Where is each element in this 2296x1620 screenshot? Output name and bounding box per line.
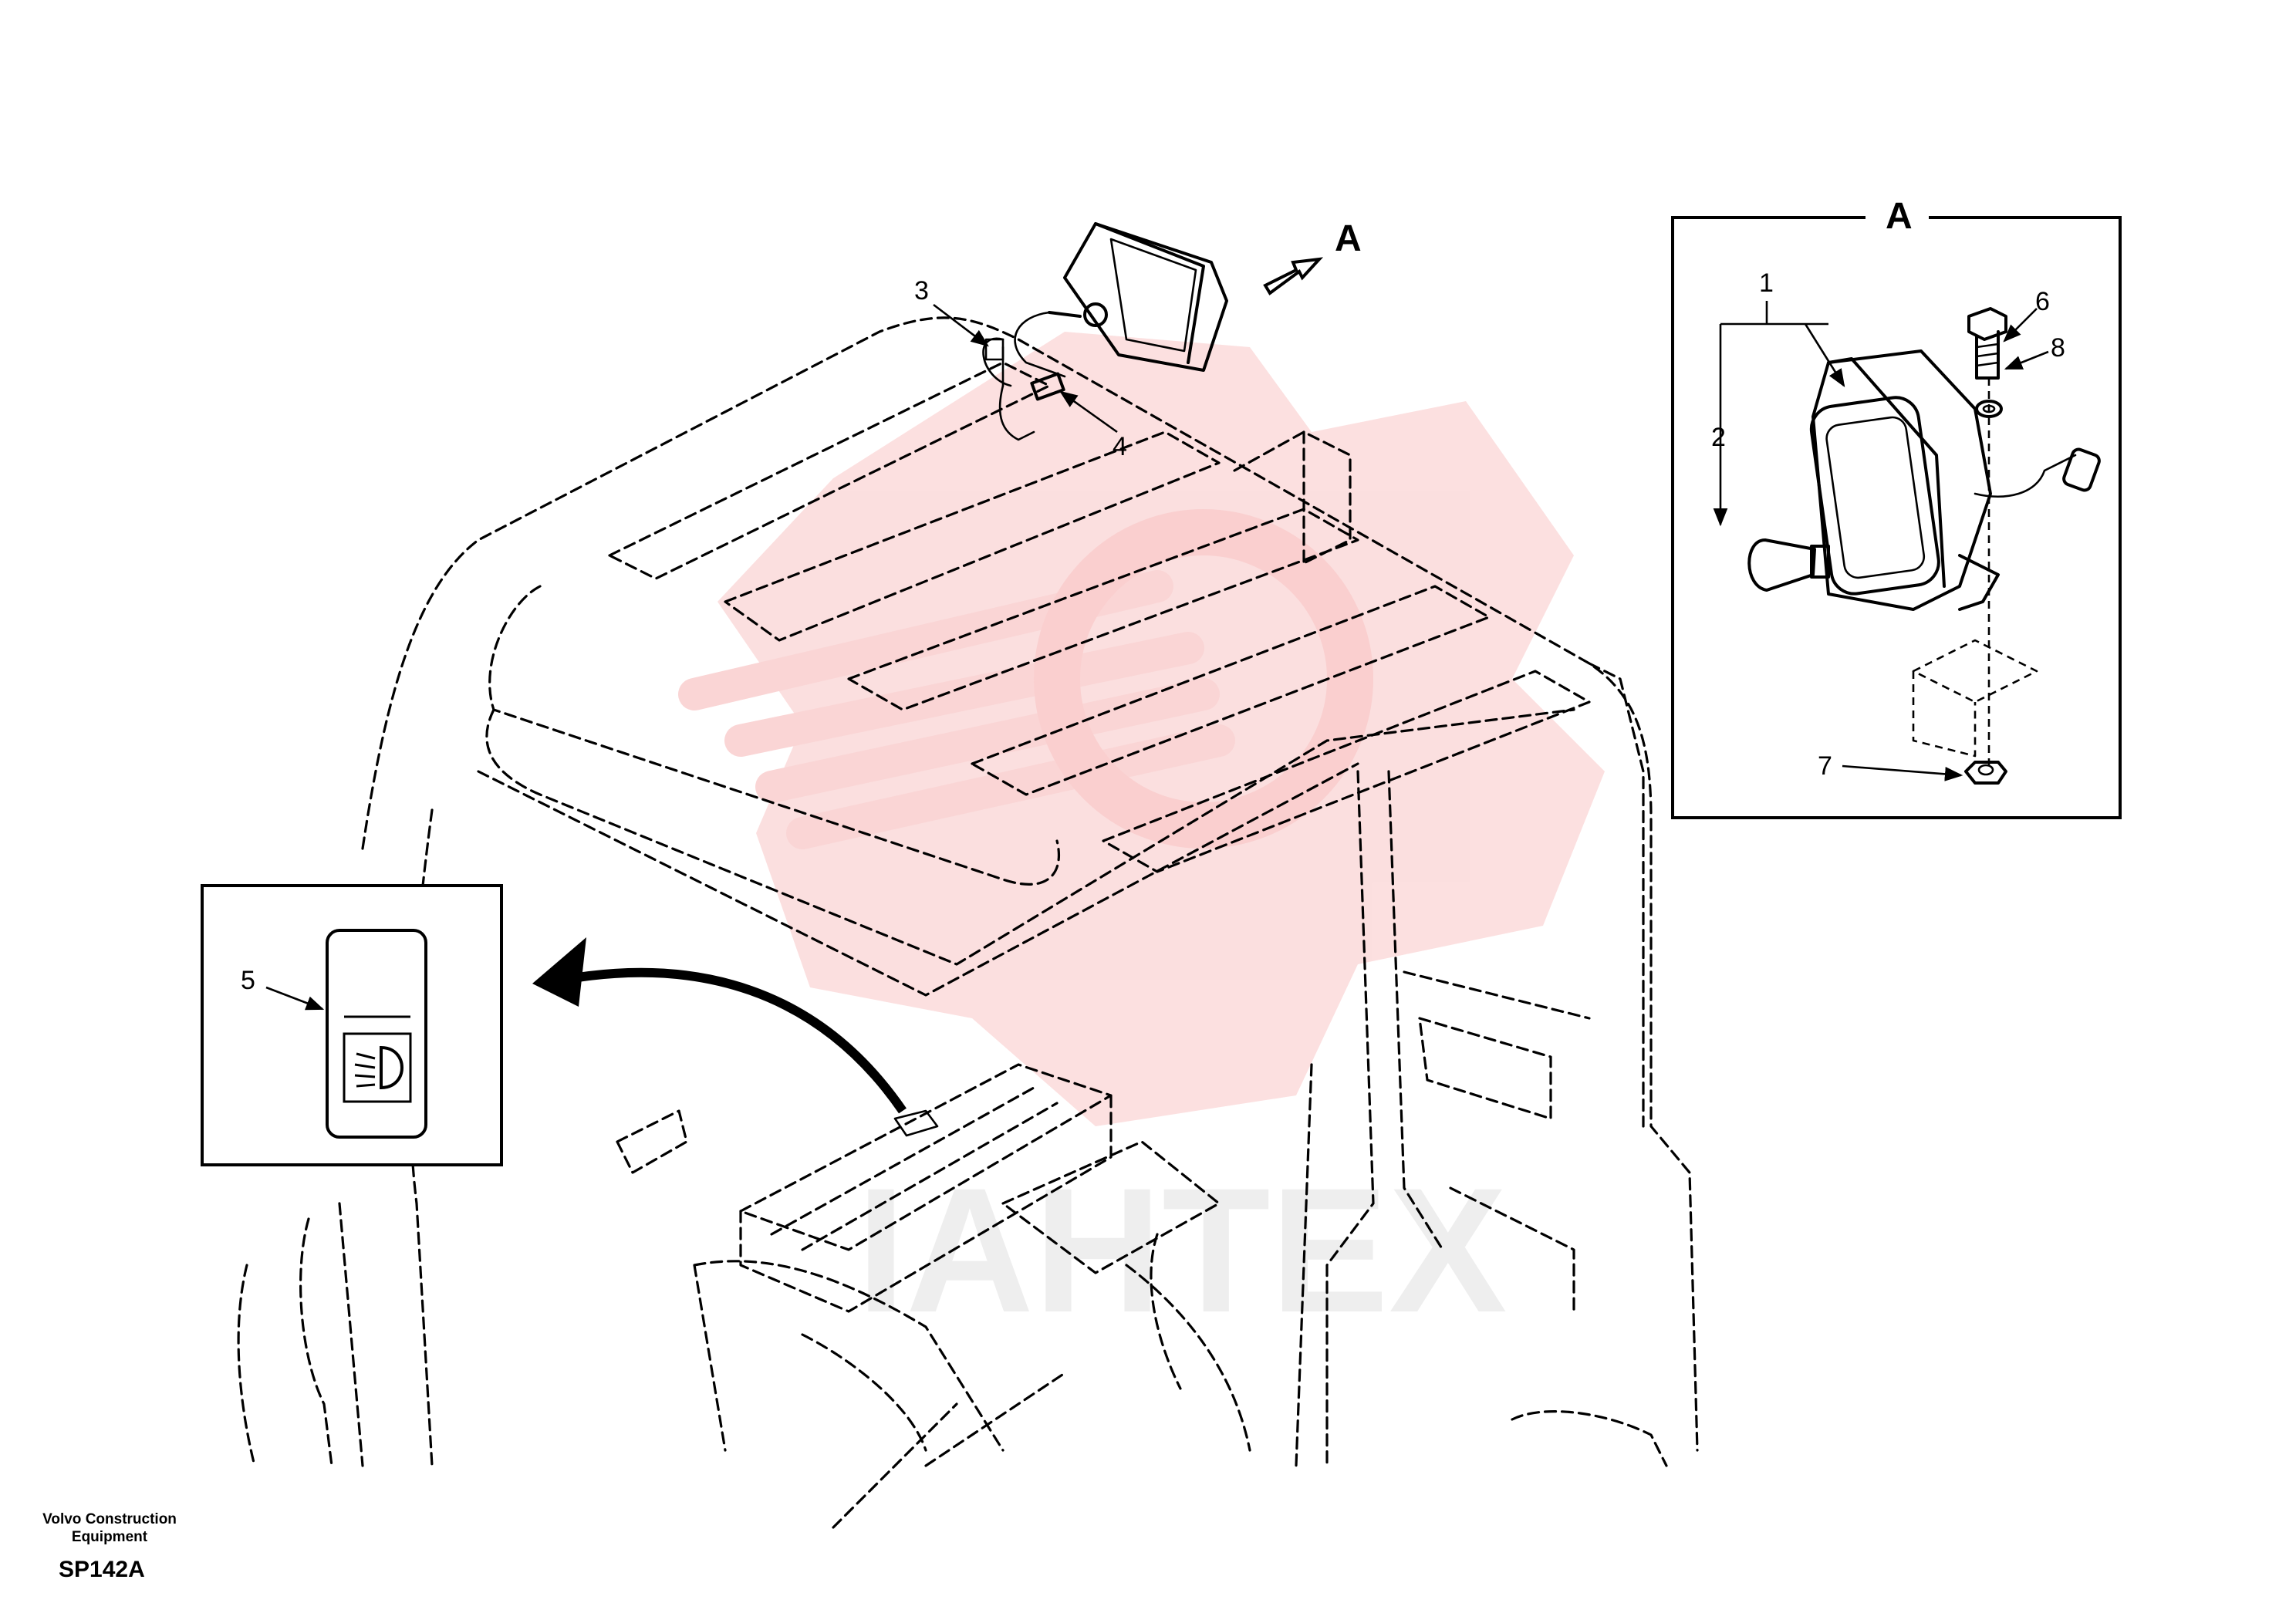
manufacturer-label: Volvo Construction Equipment <box>42 1511 177 1545</box>
callout-5: 5 <box>241 966 255 995</box>
detail-view-a-panel: A 1 2 6 8 7 <box>1671 196 2122 819</box>
callout-6: 6 <box>2035 287 2050 316</box>
switch-pointer-arrow <box>562 967 907 1114</box>
callout-7: 7 <box>1818 751 1832 781</box>
watermark-logo <box>678 332 1605 1126</box>
callout-4: 4 <box>1113 432 1127 461</box>
work-light-switch-icon <box>354 1045 403 1090</box>
view-label: A <box>1335 218 1362 259</box>
work-light-assembly <box>982 222 1228 441</box>
callout-2: 2 <box>1711 423 1726 452</box>
cab-roof-outline <box>237 316 1699 1529</box>
callout-3: 3 <box>914 276 929 305</box>
switch-detail-panel: 5 <box>201 884 503 1166</box>
drawing-code: SP142A <box>59 1557 145 1582</box>
view-direction-arrow <box>1263 257 1324 295</box>
callout-1: 1 <box>1759 268 1774 298</box>
callout-8: 8 <box>2051 333 2065 363</box>
detail-view-label: A <box>1886 196 1913 237</box>
